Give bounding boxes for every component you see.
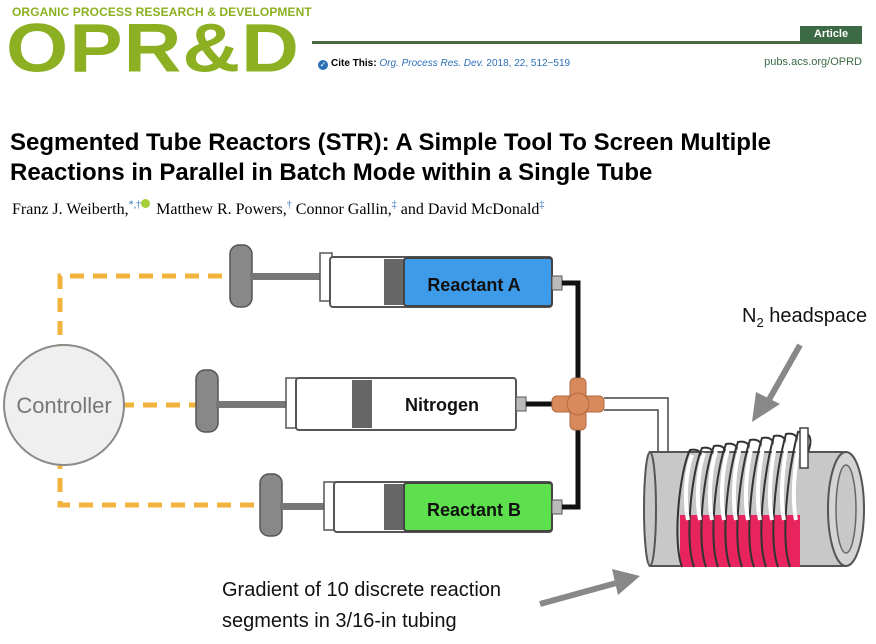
author-name[interactable]: and David McDonald bbox=[400, 201, 540, 218]
controller-label: Controller bbox=[16, 393, 111, 418]
syringe-reactant-a bbox=[229, 244, 563, 308]
article-title: Segmented Tube Reactors (STR): A Simple … bbox=[10, 128, 870, 188]
annotation-arrows bbox=[539, 343, 803, 607]
author-marks: ‡ bbox=[539, 199, 545, 211]
article-type-badge: Article bbox=[800, 26, 862, 43]
author-list: Franz J. Weiberth,*,† Matthew R. Powers,… bbox=[12, 199, 544, 219]
cite-this[interactable]: ✓Cite This: Org. Process Res. Dev. 2018,… bbox=[318, 58, 570, 70]
author-name[interactable]: Connor Gallin, bbox=[295, 201, 392, 218]
cite-journal: Org. Process Res. Dev. bbox=[379, 58, 484, 69]
journal-logo: OPR&D bbox=[6, 9, 300, 87]
checkmark-icon: ✓ bbox=[318, 60, 328, 70]
orcid-icon[interactable] bbox=[141, 199, 151, 208]
author-marks: † bbox=[286, 199, 292, 211]
control-wires bbox=[57, 273, 262, 508]
gradient-label-line-2: segments in 3/16-in tubing bbox=[222, 610, 457, 632]
cite-label: Cite This: bbox=[331, 58, 377, 69]
article-title-line-2: Reactions in Parallel in Batch Mode with… bbox=[10, 159, 653, 186]
author-marks: *,† bbox=[128, 199, 142, 211]
reaction-coil bbox=[676, 427, 812, 568]
author-name[interactable]: Franz J. Weiberth, bbox=[12, 201, 129, 218]
headspace-label: N2 headspace bbox=[742, 305, 867, 330]
reactant-b-label: Reactant B bbox=[427, 500, 521, 520]
syringe-reactant-b bbox=[259, 473, 563, 537]
journal-url[interactable]: pubs.acs.org/OPRD bbox=[764, 56, 862, 68]
nitrogen-label: Nitrogen bbox=[405, 395, 479, 415]
controller bbox=[3, 344, 125, 466]
syringe-nitrogen bbox=[195, 369, 527, 433]
reactant-a-label: Reactant A bbox=[427, 275, 520, 295]
author-name[interactable]: Matthew R. Powers, bbox=[156, 201, 287, 218]
cite-details: 2018, 22, 512−519 bbox=[486, 58, 571, 69]
article-title-line-1: Segmented Tube Reactors (STR): A Simple … bbox=[10, 129, 771, 156]
header-rule bbox=[312, 41, 862, 44]
gradient-label-line-1: Gradient of 10 discrete reaction bbox=[222, 579, 501, 601]
cross-connector bbox=[551, 377, 605, 431]
author-marks: ‡ bbox=[391, 199, 397, 211]
outlet-tubing bbox=[604, 397, 669, 452]
toc-graphic: Controller Reactant A Nitrogen Reactant … bbox=[3, 244, 867, 632]
journal-subtitle: ORGANIC PROCESS RESEARCH & DEVELOPMENT bbox=[12, 5, 312, 19]
